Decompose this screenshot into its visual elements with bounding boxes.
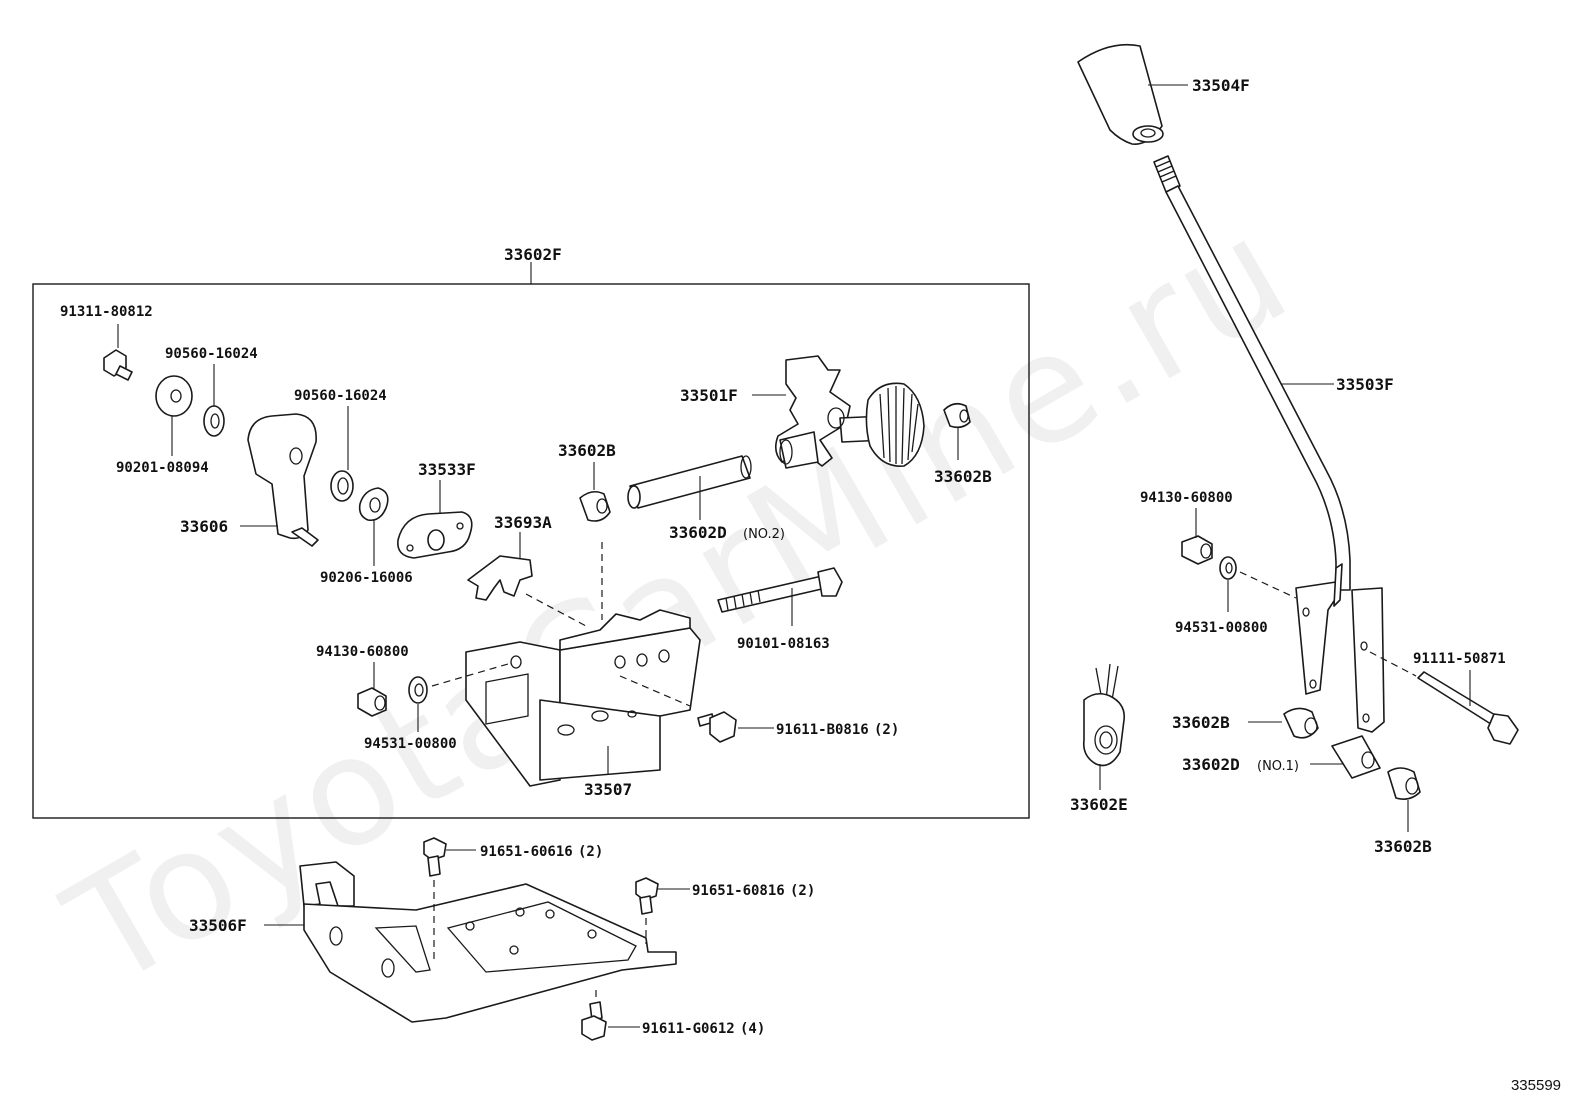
label-91611-g0612: 91611-G0612 (642, 1021, 735, 1037)
label-90560-a: 90560-16024 (165, 346, 258, 362)
lever-arm-33606 (240, 413, 319, 547)
watermark: ToyotaCarMine.ru (40, 183, 1318, 1021)
spring-33602E (1082, 663, 1126, 790)
label-94531-left: 94531-00800 (364, 736, 457, 752)
shift-knob-part (1077, 43, 1188, 145)
label-33606: 33606 (180, 517, 228, 536)
washer-90201 (155, 375, 193, 456)
label-33693A: 33693A (494, 513, 552, 532)
label-33501F: 33501F (680, 386, 738, 405)
document-id: 335599 (1511, 1077, 1561, 1094)
label-90201: 90201-08094 (116, 460, 209, 476)
washer-90560-a (203, 364, 225, 437)
qty-91611-g0612: (4) (740, 1021, 765, 1037)
bracket-33507 (465, 609, 701, 787)
label-33602B-c: 33602B (1172, 713, 1230, 732)
fork-33501F (752, 355, 925, 469)
bolt-91651-60816 (635, 877, 690, 944)
bolt-91111 (1369, 651, 1519, 745)
tube-33602D-no2 (627, 455, 752, 520)
label-33602D-no1: 33602D (1182, 755, 1240, 774)
bushing-33602B-a (579, 462, 611, 620)
label-91611-b0816: 91611-B0816 (776, 722, 869, 738)
nut-94130-right (1181, 508, 1213, 565)
bolt-91651-60616 (423, 837, 476, 962)
label-90101: 90101-08163 (737, 636, 830, 652)
washer-90560-b (330, 406, 354, 502)
qty-91651-60816: (2) (790, 883, 815, 899)
label-33504F: 33504F (1192, 76, 1250, 95)
washer-90206 (358, 487, 389, 566)
bolt-91611-g0612 (581, 990, 640, 1041)
label-94531-right: 94531-00800 (1175, 620, 1268, 636)
screw-91311 (103, 324, 133, 381)
shift-lever-part (1153, 155, 1385, 733)
plate-33506F (264, 861, 677, 1023)
bolt-90101 (717, 567, 843, 626)
bushing-33602B-c (1248, 707, 1319, 739)
label-90206: 90206-16006 (320, 570, 413, 586)
label-33602E: 33602E (1070, 795, 1128, 814)
label-33602B-b: 33602B (934, 467, 992, 486)
bolt-91611-b0816 (697, 711, 774, 743)
label-90560-b: 90560-16024 (294, 388, 387, 404)
qty-91651-60616: (2) (578, 844, 603, 860)
note-no2: (NO.2) (743, 527, 785, 542)
label-33506F: 33506F (189, 916, 247, 935)
label-94130-left: 94130-60800 (316, 644, 409, 660)
label-91111: 91111-50871 (1413, 651, 1506, 667)
nut-94130-left (357, 662, 387, 717)
plate-33533F (397, 480, 473, 559)
note-no1: (NO.1) (1257, 759, 1299, 774)
label-33602B-a: 33602B (558, 441, 616, 460)
label-33602D-no2: 33602D (669, 523, 727, 542)
bushing-33602B-d (1387, 767, 1421, 832)
washer-94531-right (1219, 556, 1297, 612)
label-33507: 33507 (584, 780, 632, 799)
label-33503F: 33503F (1336, 375, 1394, 394)
label-94130-right: 94130-60800 (1140, 490, 1233, 506)
label-33533F: 33533F (418, 460, 476, 479)
assembly-label-33602F: 33602F (504, 245, 562, 264)
collar-33602D-no1 (1310, 735, 1381, 779)
guide-33693A (467, 532, 587, 627)
label-91311: 91311-80812 (60, 304, 153, 320)
washer-94531-left (408, 663, 509, 732)
label-91651-60616: 91651-60616 (480, 844, 573, 860)
qty-91611-b0816: (2) (874, 722, 899, 738)
bushing-33602B-b (943, 402, 971, 460)
label-33602B-d: 33602B (1374, 837, 1432, 856)
label-91651-60816: 91651-60816 (692, 883, 785, 899)
